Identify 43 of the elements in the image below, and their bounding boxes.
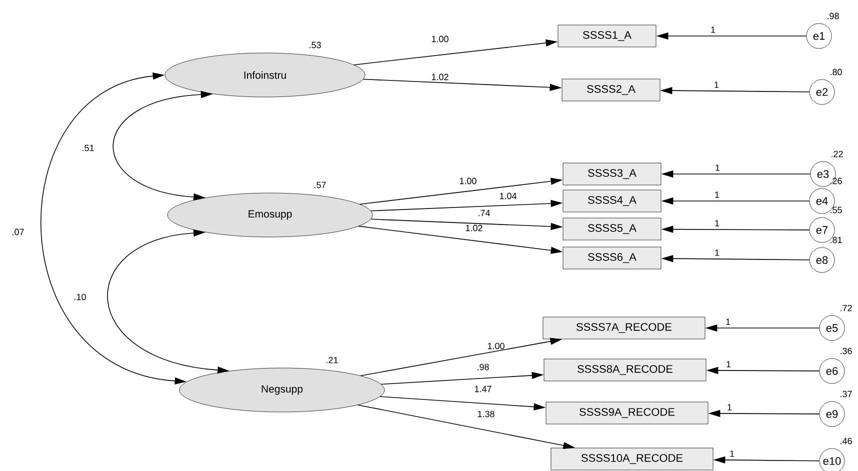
indicator-box: SSSS5_A bbox=[562, 218, 662, 240]
edge-label: 1.02 bbox=[432, 74, 448, 80]
indicator-box: SSSS6_A bbox=[562, 246, 662, 270]
edge-label: .07 bbox=[12, 228, 24, 236]
variance-label: .57 bbox=[314, 182, 326, 188]
edge-label: 1 bbox=[711, 26, 716, 33]
indicator-box: SSSS7A_RECODE bbox=[542, 316, 706, 340]
edge-label: .98 bbox=[478, 364, 489, 370]
edge-label: 1.38 bbox=[478, 410, 494, 418]
edge-label: .51 bbox=[82, 144, 94, 152]
variance-label: .21 bbox=[326, 356, 338, 364]
edge-label: .74 bbox=[478, 210, 490, 216]
variance-label: .37 bbox=[840, 390, 852, 398]
indicator-box: SSSS9A_RECODE bbox=[546, 402, 708, 424]
edge-label: 1.02 bbox=[466, 224, 482, 232]
variance-label: .80 bbox=[830, 68, 842, 76]
edge-label: 1.04 bbox=[500, 192, 516, 200]
indicator-box: SSSS1_A bbox=[558, 24, 656, 48]
edge-label: 1 bbox=[715, 250, 720, 256]
edge-label: 1.00 bbox=[488, 342, 504, 350]
indicator-box: SSSS2_A bbox=[562, 78, 660, 102]
variance-label: .22 bbox=[832, 150, 843, 158]
edge-label: 1 bbox=[728, 404, 732, 410]
variance-label: .72 bbox=[840, 304, 852, 312]
indicator-box: SSSS4_A bbox=[562, 190, 662, 212]
indicator-box: SSSS10A_RECODE bbox=[550, 448, 714, 470]
edge-label: 1 bbox=[716, 164, 720, 171]
edge-label: 1 bbox=[715, 220, 720, 226]
variance-label: .53 bbox=[310, 42, 321, 48]
variance-label: .36 bbox=[840, 348, 852, 354]
indicator-box: SSSS8A_RECODE bbox=[544, 358, 706, 382]
edge-label: 1.00 bbox=[460, 178, 476, 184]
variance-label: .46 bbox=[840, 438, 852, 444]
edge-label: 1.47 bbox=[474, 386, 492, 392]
edge-label: 1 bbox=[714, 82, 719, 88]
indicator-box: SSSS3_A bbox=[562, 162, 662, 186]
edge-label: 1 bbox=[715, 192, 720, 198]
edge-label: 1 bbox=[730, 450, 734, 457]
edge-label: .10 bbox=[74, 294, 86, 300]
edge-label: 1 bbox=[726, 318, 730, 325]
variance-label: .98 bbox=[828, 12, 839, 20]
edge-label: 1 bbox=[726, 361, 731, 368]
edge-label: 1.00 bbox=[432, 36, 448, 42]
